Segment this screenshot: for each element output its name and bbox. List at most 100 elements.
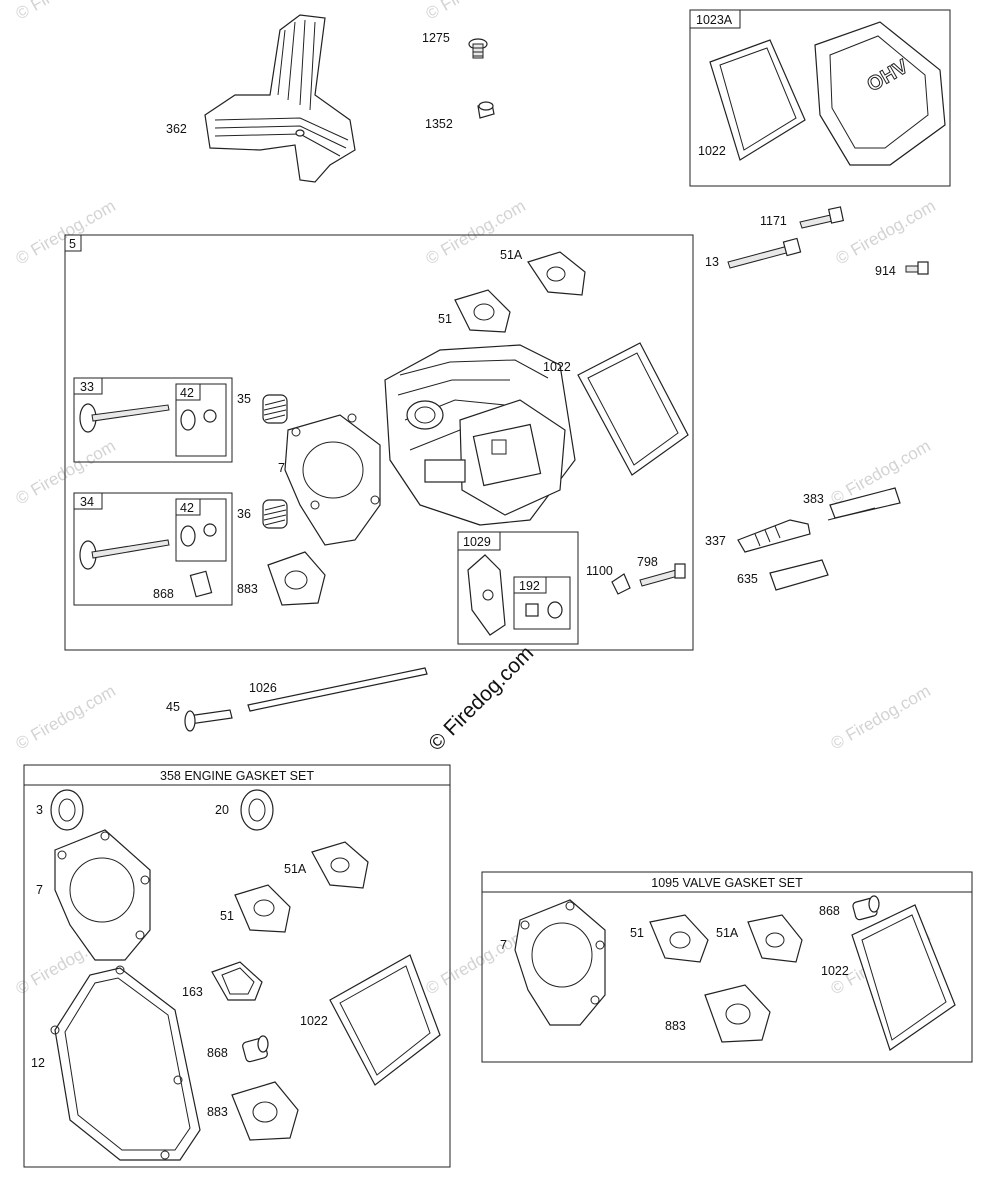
valve-spring-icon	[262, 499, 288, 529]
part-label-914: 914	[875, 264, 896, 278]
air-shroud-icon	[204, 14, 356, 183]
watermark: © Firedog.com	[423, 0, 529, 23]
part-label-337: 337	[705, 534, 726, 548]
part-label-3: 3	[36, 803, 43, 817]
valve-gasket-set-box	[481, 871, 973, 1063]
valve-seal-icon	[852, 895, 880, 921]
intake-retainer-box	[175, 383, 227, 457]
intake-gasket-51A-icon	[311, 841, 369, 889]
push-rod-icon	[247, 667, 428, 712]
part-label-383: 383	[803, 492, 824, 506]
watermark: © Firedog.com	[13, 681, 119, 753]
exhaust-gasket-icon	[704, 984, 771, 1043]
part-label-35: 35	[237, 392, 251, 406]
watermark: © Firedog.com	[13, 436, 119, 508]
guide-plate-icon	[611, 573, 631, 595]
rocker-arm-icon	[467, 554, 563, 636]
grommet-icon	[477, 101, 495, 119]
rocker-cover-gasket-icon	[577, 342, 689, 476]
part-label-362: 362	[166, 122, 187, 136]
box-label-192: 192	[519, 579, 540, 593]
exhaust-retainer-box	[175, 498, 227, 562]
part-label-20: 20	[215, 803, 229, 817]
box-label-1029: 1029	[463, 535, 491, 549]
rocker-cover-box	[689, 9, 951, 187]
part-label-883: 883	[665, 1019, 686, 1033]
box-label-42: 42	[180, 386, 194, 400]
intake-gasket-51-icon	[649, 914, 709, 963]
intake-gasket-51-icon	[454, 289, 511, 333]
rocker-cover-gasket-icon	[329, 954, 441, 1086]
part-label-1022: 1022	[543, 360, 571, 374]
ohv-rocker-cover-icon: OHV	[814, 21, 946, 166]
long-bolt-icon	[727, 237, 802, 269]
head-gasket-icon	[54, 829, 151, 961]
rocker-cover-box-tag	[689, 9, 741, 29]
rocker-cover-gasket-icon	[851, 904, 956, 1051]
cylinder-head-box-tag	[64, 234, 82, 252]
rocker-cover-gasket-icon	[709, 39, 806, 161]
part-label-51A: 51A	[284, 862, 307, 876]
watermark: © Firedog.com	[833, 196, 939, 268]
spark-plug-boot-icon	[769, 559, 829, 591]
valve-seal-icon	[242, 1035, 269, 1063]
head-gasket-icon	[284, 413, 381, 546]
part-label-45: 45	[166, 700, 180, 714]
intake-gasket-51A-icon	[527, 251, 586, 296]
engine-gasket-set-title: 358 ENGINE GASKET SET	[160, 769, 314, 783]
rocker-stud-icon	[639, 563, 686, 587]
part-label-51: 51	[630, 926, 644, 940]
exhaust-gasket-icon	[267, 551, 326, 606]
intake-gasket-51A-icon	[747, 914, 803, 963]
part-label-7: 7	[36, 883, 43, 897]
box-label-5: 5	[69, 237, 76, 251]
part-label-1100: 1100	[586, 564, 613, 578]
part-label-36: 36	[237, 507, 251, 521]
watermark: © Firedog.com	[828, 681, 934, 753]
part-label-1022: 1022	[300, 1014, 328, 1028]
screw-icon	[468, 38, 488, 59]
part-label-7: 7	[500, 938, 507, 952]
spark-plug-icon	[737, 519, 811, 553]
box-label-33: 33	[80, 380, 94, 394]
intake-valve-icon	[79, 403, 217, 433]
intake-valve-box	[73, 377, 233, 463]
valve-spring-icon	[262, 394, 288, 424]
watermark: © Firedog.com	[423, 926, 529, 998]
part-label-163: 163	[182, 985, 203, 999]
part-label-12: 12	[31, 1056, 45, 1070]
small-bolt-icon	[905, 261, 929, 275]
bolt-icon	[799, 206, 845, 229]
part-label-1022: 1022	[821, 964, 849, 978]
breather-gasket-icon	[211, 961, 263, 1001]
exhaust-valve-icon	[79, 523, 217, 598]
tappet-icon	[184, 709, 233, 732]
part-label-798: 798	[637, 555, 658, 569]
part-label-868: 868	[207, 1046, 228, 1060]
part-label-883: 883	[237, 582, 258, 596]
part-label-13: 13	[705, 255, 719, 269]
part-label-51A: 51A	[500, 248, 523, 262]
part-label-51: 51	[438, 312, 452, 326]
part-label-868: 868	[153, 587, 174, 601]
crankcase-gasket-icon	[50, 965, 201, 1161]
box-label-34: 34	[80, 495, 94, 509]
part-label-883: 883	[207, 1105, 228, 1119]
head-gasket-icon	[514, 899, 606, 1026]
box-label-42: 42	[180, 501, 194, 515]
cylinder-head-icon	[384, 344, 576, 526]
center-watermark: © Firedog.com	[424, 642, 538, 756]
part-label-51: 51	[220, 909, 234, 923]
box-label-1023A: 1023A	[696, 13, 733, 27]
part-label-7: 7	[278, 461, 285, 475]
watermark: © Firedog.com	[13, 0, 119, 23]
part-label-1026: 1026	[249, 681, 277, 695]
part-label-1022: 1022	[698, 144, 726, 158]
exhaust-gasket-icon	[231, 1081, 299, 1141]
engine-gasket-set-box	[23, 764, 451, 1168]
oil-seal-icon	[50, 789, 84, 831]
part-label-868: 868	[819, 904, 840, 918]
part-label-1171: 1171	[760, 214, 787, 228]
part-label-51A: 51A	[716, 926, 739, 940]
